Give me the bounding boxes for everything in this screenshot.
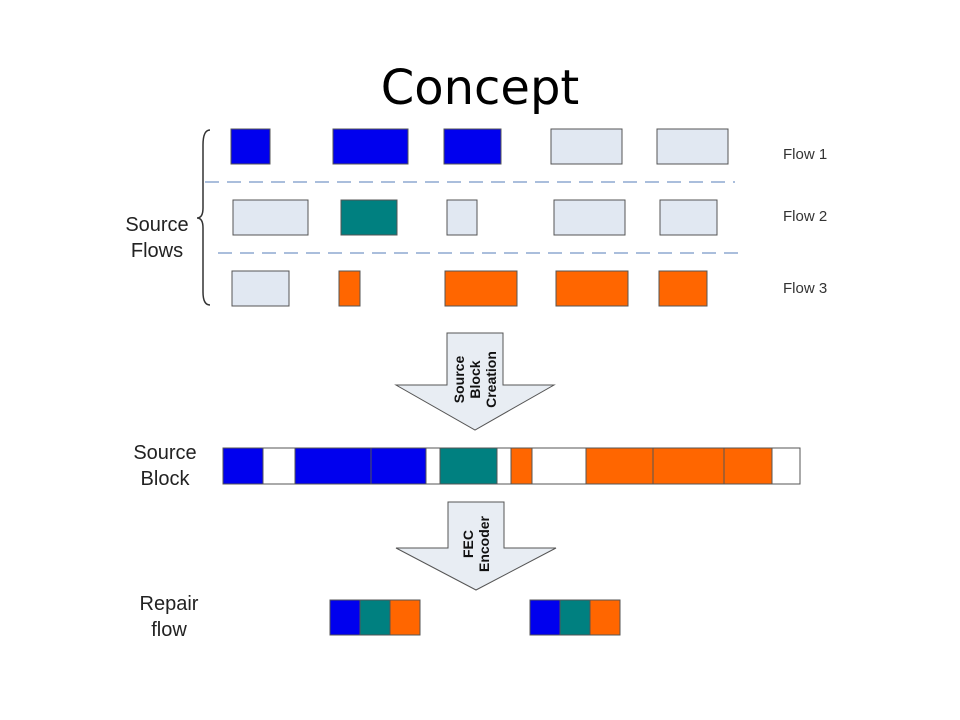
- source-block-segment-1: [222, 447, 264, 485]
- flow2-packet-5: [659, 199, 718, 236]
- repair-packet-2-2: [559, 599, 591, 636]
- source-block-segment-2: [262, 447, 296, 485]
- source-block-segment-13: [771, 447, 801, 485]
- source-block-segment-7: [496, 447, 512, 485]
- arrow-1-text-3: Creation: [483, 351, 499, 408]
- arrow-1-text-1: Source: [451, 356, 467, 404]
- source-block-segment-6: [439, 447, 498, 485]
- source-block-segment-10: [585, 447, 654, 485]
- source-block-segment-11: [652, 447, 725, 485]
- slide-title: Concept: [380, 60, 580, 116]
- source-flows-label: Source Flows: [125, 214, 189, 262]
- flow3-packet-5: [658, 270, 708, 307]
- repair-packet-1-3: [389, 599, 421, 636]
- flow-label-1: Flow 1: [783, 146, 828, 163]
- arrow-2-shape: [395, 501, 557, 591]
- flow2-packet-2: [340, 199, 398, 236]
- flow1-packet-2: [332, 128, 409, 165]
- flow3-packet-1: [231, 270, 290, 307]
- source-block-segment-4: [370, 447, 427, 485]
- flow2-packet-3: [446, 199, 478, 236]
- arrow-2-text-1: FEC: [460, 530, 476, 558]
- source-block-segment-12: [723, 447, 773, 485]
- flow1-packet-4: [550, 128, 623, 165]
- flow1-packet-5: [656, 128, 729, 165]
- flow3-packet-4: [555, 270, 629, 307]
- source-flows-brace: [196, 129, 211, 306]
- flow-label-3: Flow 3: [783, 280, 828, 297]
- source-block-segment-9: [531, 447, 587, 485]
- repair-packet-1-2: [359, 599, 391, 636]
- flow1-packet-3: [443, 128, 502, 165]
- source-block-label: Source Block: [133, 442, 197, 490]
- flow2-packet-1: [232, 199, 309, 236]
- source-block-segment-3: [294, 447, 372, 485]
- repair-flow-label: Repair flow: [139, 593, 199, 641]
- flow-label-2: Flow 2: [783, 208, 828, 225]
- flow3-packet-3: [444, 270, 518, 307]
- flow3-packet-2: [338, 270, 361, 307]
- arrow-2-text-2: Encoder: [476, 515, 492, 572]
- source-block-segment-8: [510, 447, 533, 485]
- flow2-packet-4: [553, 199, 626, 236]
- repair-packet-2-3: [589, 599, 621, 636]
- repair-packet-1-1: [329, 599, 361, 636]
- arrow-1-shape: [394, 332, 556, 431]
- arrow-1-text-2: Block: [467, 360, 483, 398]
- source-block-segment-5: [425, 447, 441, 485]
- repair-packet-2-1: [529, 599, 561, 636]
- flow1-packet-1: [230, 128, 271, 165]
